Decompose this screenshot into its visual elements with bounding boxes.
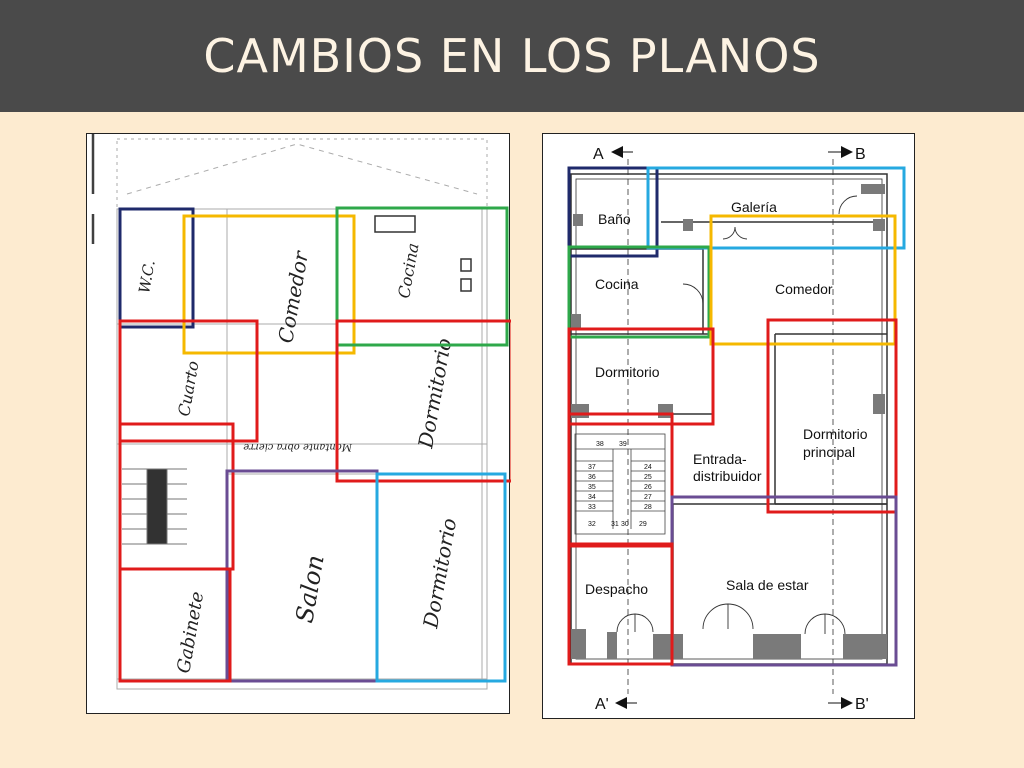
room-bano: Baño xyxy=(598,211,631,227)
section-a-prime-label: A' xyxy=(595,696,609,713)
step-24: 24 xyxy=(644,464,652,471)
old-label-dormitorio-2: Dormitorio xyxy=(418,516,461,631)
step-28: 28 xyxy=(644,504,652,511)
step-26: 26 xyxy=(644,484,652,491)
old-floor-plan: W.C. Comedor Cocina Cuarto Dormitorio Mo… xyxy=(86,133,511,714)
new-highlight-bano xyxy=(567,166,659,258)
old-label-dormitorio-1: Dormitorio xyxy=(413,336,456,451)
step-33: 33 xyxy=(588,504,596,511)
old-label-comedor: Comedor xyxy=(273,248,313,345)
section-a-arrow xyxy=(611,146,623,158)
step-38: 38 xyxy=(596,441,604,448)
old-highlight-wc xyxy=(118,207,195,329)
room-galeria: Galería xyxy=(731,199,777,215)
new-highlight-dormitorio-principal xyxy=(766,318,898,514)
new-floor-plan: A B A' B' xyxy=(542,133,915,719)
step-27: 27 xyxy=(644,494,652,501)
step-30: 30 xyxy=(621,521,629,528)
step-32: 32 xyxy=(588,521,596,528)
step-39: 39 xyxy=(619,441,627,448)
room-despacho: Despacho xyxy=(585,581,648,597)
section-b-label: B xyxy=(855,146,866,163)
old-highlight-cocina xyxy=(335,206,509,347)
old-plan-drawing: W.C. Comedor Cocina Cuarto Dormitorio Mo… xyxy=(91,134,511,690)
title-bar: CAMBIOS EN LOS PLANOS xyxy=(0,0,1024,112)
new-highlight-escalera xyxy=(567,412,674,548)
old-highlight-dormitorio xyxy=(335,319,511,483)
section-b-prime-label: B' xyxy=(855,696,869,713)
room-sala-de-estar: Sala de estar xyxy=(726,577,809,593)
old-label-wc: W.C. xyxy=(135,259,159,295)
new-highlight-comedor xyxy=(709,214,897,346)
new-plan-drawing: A B A' B' xyxy=(567,146,906,713)
new-highlight-dormitorio xyxy=(567,327,715,426)
old-label-salon: Salon xyxy=(290,553,329,625)
section-b-arrow xyxy=(841,146,853,158)
room-dormitorio: Dormitorio xyxy=(595,364,660,380)
room-dormitorio-principal-line1: Dormitorio xyxy=(803,426,868,442)
step-31: 31 xyxy=(611,521,619,528)
new-highlight-cocina xyxy=(567,245,711,339)
step-25: 25 xyxy=(644,474,652,481)
step-34: 34 xyxy=(588,494,596,501)
new-highlight-galeria xyxy=(646,166,906,250)
old-label-gabinete: Gabinete xyxy=(173,590,208,675)
room-entrada-line2: distribuidor xyxy=(693,468,762,484)
room-comedor: Comedor xyxy=(775,281,833,297)
step-37: 37 xyxy=(588,464,596,471)
old-highlight-dormitorio-2 xyxy=(375,472,507,683)
section-a-label: A xyxy=(593,146,604,163)
room-dormitorio-principal-line2: principal xyxy=(803,444,855,460)
old-highlight-cuarto xyxy=(118,319,259,443)
old-highlight-escalera xyxy=(118,422,235,571)
step-29: 29 xyxy=(639,521,647,528)
old-label-cocina: Cocina xyxy=(394,241,422,299)
page-title: CAMBIOS EN LOS PLANOS xyxy=(203,29,821,83)
room-entrada-line1: Entrada- xyxy=(693,451,747,467)
old-label-cuarto: Cuarto xyxy=(174,359,202,417)
step-35: 35 xyxy=(588,484,596,491)
old-highlight-gabinete xyxy=(118,567,232,683)
new-highlight-despacho xyxy=(567,542,674,666)
step-36: 36 xyxy=(588,474,596,481)
old-label-note: Montante obra cierre xyxy=(243,441,353,452)
room-cocina: Cocina xyxy=(595,276,639,292)
old-highlight-comedor xyxy=(182,214,356,355)
